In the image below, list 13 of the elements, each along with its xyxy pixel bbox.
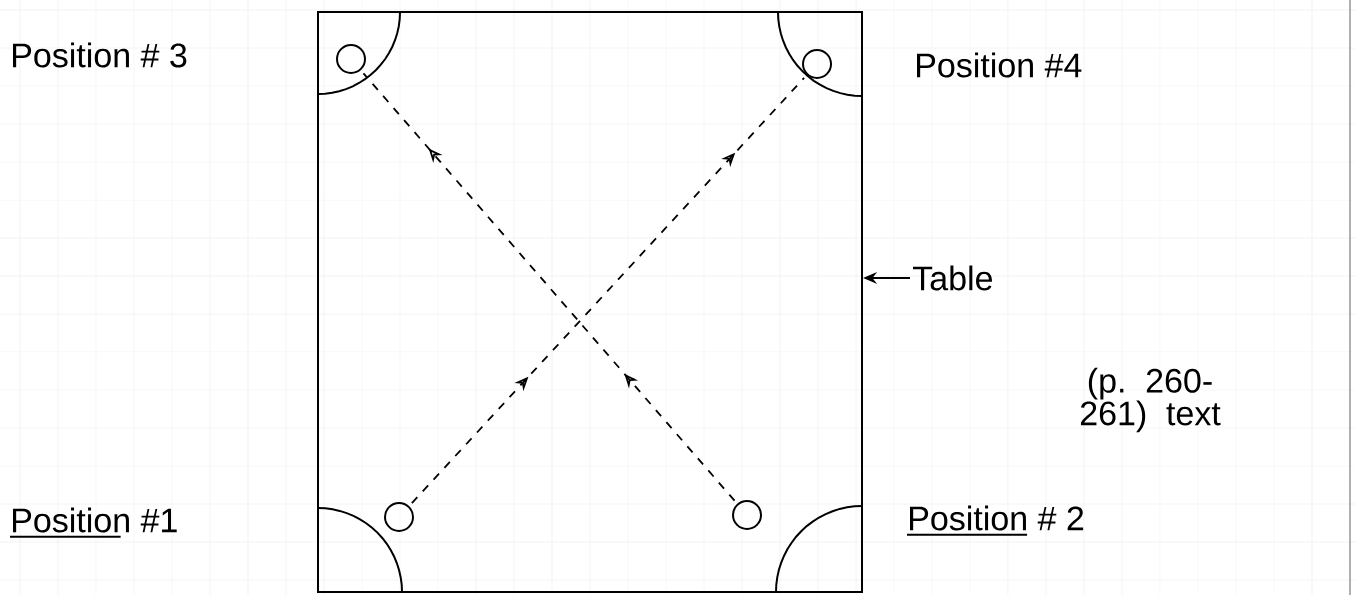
ball xyxy=(802,49,832,79)
ball xyxy=(384,502,414,532)
dashed-arrow xyxy=(362,72,736,502)
table-label: Table xyxy=(913,265,992,291)
page-reference: (p. 260-261) text xyxy=(1080,367,1221,433)
position-label: Position # 3 xyxy=(13,42,187,68)
ball xyxy=(336,44,366,74)
table-drawing xyxy=(317,11,863,593)
position-label: Position # 2 xyxy=(906,505,1084,536)
position-label: Position #4 xyxy=(917,52,1082,78)
position-label: Position #1 xyxy=(9,507,177,538)
dashed-arrow xyxy=(411,77,805,504)
ball xyxy=(732,500,762,530)
